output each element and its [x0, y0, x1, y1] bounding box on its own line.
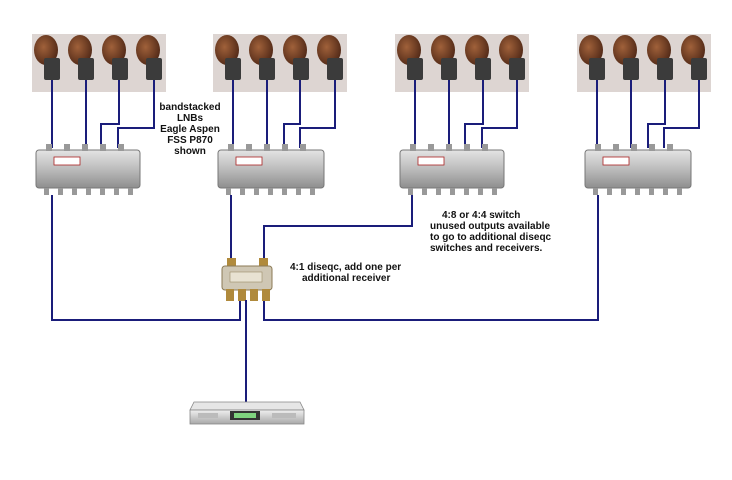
dish-lnb [397, 35, 423, 80]
lnb-label-line: shown [174, 146, 206, 157]
multiswitch [35, 144, 141, 195]
lnb-cables [414, 80, 518, 148]
lnb-group-1 [32, 34, 166, 195]
multiswitch [217, 144, 325, 195]
multiswitch-label: 4:8 or 4:4 switch unused outputs availab… [430, 210, 551, 254]
dish-lnb [34, 35, 60, 80]
dish-lnb [681, 35, 707, 80]
dish-lnb [136, 35, 162, 80]
lnb-label-line: Eagle Aspen [160, 124, 220, 135]
dish-lnb [317, 35, 343, 80]
multiswitch [399, 144, 505, 195]
lnb-group-3 [395, 34, 529, 195]
multiswitch [584, 144, 692, 195]
lnb-cables [232, 80, 336, 148]
dish-lnb [102, 35, 128, 80]
lnb-label-line: LNBs [176, 113, 204, 124]
lnb-label-line: bandstacked [159, 102, 221, 113]
dish-lnb [465, 35, 491, 80]
multiswitch-label-line: unused outputs available [430, 221, 551, 232]
dish-lnb [431, 35, 457, 80]
diseqc-label: 4:1 diseqc, add one per additional recei… [290, 262, 401, 284]
satellite-receiver [189, 401, 305, 425]
lnb-cables [51, 80, 155, 148]
lnb-group-2 [213, 34, 347, 195]
dish-lnb [283, 35, 309, 80]
dish-lnb [249, 35, 275, 80]
multiswitch-label-line: to go to additional diseqc [430, 232, 552, 243]
dish-lnb [68, 35, 94, 80]
multiswitch-label-line: switches and receivers. [430, 243, 543, 254]
diseqc-label-line: additional receiver [302, 273, 391, 284]
switch-to-diseqc-cables [51, 195, 599, 321]
dish-lnb [499, 35, 525, 80]
lnb-label-line: FSS P870 [167, 135, 213, 146]
diseqc-switch [221, 258, 273, 301]
multiswitch-label-line: 4:8 or 4:4 switch [442, 210, 521, 221]
lnb-group-4 [577, 34, 711, 195]
dish-lnb [647, 35, 673, 80]
lnb-cables [596, 80, 700, 148]
dish-lnb [579, 35, 605, 80]
dish-lnb [215, 35, 241, 80]
dish-lnb [613, 35, 639, 80]
lnb-label: bandstacked LNBs Eagle Aspen FSS P870 sh… [155, 102, 225, 157]
diseqc-label-line: 4:1 diseqc, add one per [290, 262, 402, 273]
